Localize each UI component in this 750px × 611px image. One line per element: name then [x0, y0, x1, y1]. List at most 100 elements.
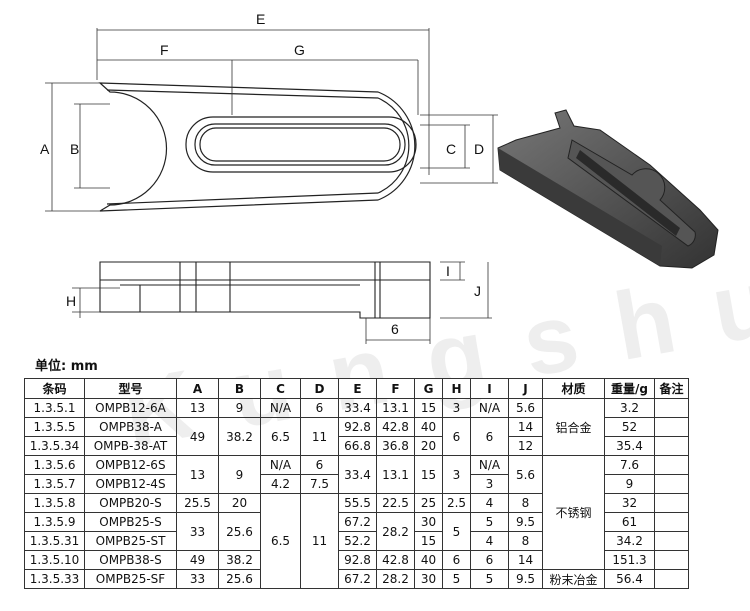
- cell-i: 6: [470, 550, 509, 570]
- header-b: B: [218, 378, 261, 399]
- cell-i: 6: [470, 417, 509, 456]
- header-a: A: [176, 378, 219, 399]
- header-remark: 备注: [654, 378, 689, 399]
- cell-h: 3: [442, 398, 471, 418]
- cell-e: 66.8: [338, 436, 377, 456]
- cell-model: OMPB20-S: [84, 493, 177, 513]
- cell-weight: 56.4: [604, 569, 655, 589]
- cell-a: 13: [176, 398, 219, 418]
- cell-material: 铝合金: [542, 398, 605, 456]
- cell-weight: 34.2: [604, 531, 655, 551]
- cell-barcode: 1.3.5.31: [24, 531, 85, 551]
- dim-label-g: G: [294, 42, 305, 58]
- cell-barcode: 1.3.5.10: [24, 550, 85, 570]
- cell-h: 6: [442, 550, 471, 570]
- dim-label-j: J: [474, 283, 481, 299]
- dim-label-b: B: [70, 141, 79, 157]
- header-e: E: [338, 378, 377, 399]
- cell-remark: [654, 455, 689, 475]
- cell-barcode: 1.3.5.7: [24, 474, 85, 494]
- cell-a: 49: [176, 417, 219, 456]
- dim-label-e: E: [256, 11, 265, 27]
- cell-f: 13.1: [376, 455, 415, 494]
- cell-j: 8: [508, 531, 543, 551]
- cell-b: 25.6: [218, 512, 261, 551]
- cell-e: 92.8: [338, 550, 377, 570]
- cell-e: 92.8: [338, 417, 377, 437]
- cell-c: 6.5: [260, 417, 301, 456]
- cell-remark: [654, 398, 689, 418]
- cell-g: 20: [414, 436, 443, 456]
- cell-remark: [654, 493, 689, 513]
- cell-weight: 32: [604, 493, 655, 513]
- cell-e: 55.5: [338, 493, 377, 513]
- cell-b: 20: [218, 493, 261, 513]
- cell-h: 5: [442, 512, 471, 551]
- cell-d: 11: [300, 493, 339, 589]
- cell-h: 6: [442, 417, 471, 456]
- header-f: F: [376, 378, 415, 399]
- cell-weight: 52: [604, 417, 655, 437]
- cell-g: 40: [414, 417, 443, 437]
- header-barcode: 条码: [24, 378, 85, 399]
- dim-label-c: C: [446, 141, 456, 157]
- cell-remark: [654, 512, 689, 532]
- cell-j: 9.5: [508, 569, 543, 589]
- cell-d: 7.5: [300, 474, 339, 494]
- cell-a: 13: [176, 455, 219, 494]
- cell-j: 5.6: [508, 455, 543, 494]
- top-view-outline: [98, 82, 417, 212]
- cell-barcode: 1.3.5.1: [24, 398, 85, 418]
- cell-model: OMPB38-S: [84, 550, 177, 570]
- cell-i: 5: [470, 512, 509, 532]
- cell-model: OMPB25-S: [84, 512, 177, 532]
- cell-barcode: 1.3.5.5: [24, 417, 85, 437]
- cell-a: 25.5: [176, 493, 219, 513]
- cell-e: 67.2: [338, 512, 377, 532]
- header-model: 型号: [84, 378, 177, 399]
- cell-i: 3: [470, 474, 509, 494]
- spec-table: 条码 型号 A B C D E F G H I J 材质 重量/g 备注 1.3…: [24, 378, 689, 589]
- cell-h: 3: [442, 455, 471, 494]
- cell-b: 38.2: [218, 550, 261, 570]
- header-i: I: [470, 378, 509, 399]
- cell-f: 42.8: [376, 550, 415, 570]
- dim-label-a: A: [40, 141, 50, 157]
- cell-j: 14: [508, 417, 543, 437]
- cell-c: N/A: [260, 455, 301, 475]
- header-g: G: [414, 378, 443, 399]
- cell-f: 36.8: [376, 436, 415, 456]
- dim-label-d: D: [474, 141, 484, 157]
- cell-h: 5: [442, 569, 471, 589]
- cell-e: 33.4: [338, 398, 377, 418]
- cell-weight: 3.2: [604, 398, 655, 418]
- cell-barcode: 1.3.5.8: [24, 493, 85, 513]
- cell-model: OMPB38-A: [84, 417, 177, 437]
- cell-model: OMPB12-6S: [84, 455, 177, 475]
- cell-model: OMPB-38-AT: [84, 436, 177, 456]
- cell-i: N/A: [470, 455, 509, 475]
- cell-weight: 35.4: [604, 436, 655, 456]
- header-d: D: [300, 378, 339, 399]
- cell-j: 12: [508, 436, 543, 456]
- cell-remark: [654, 436, 689, 456]
- cell-f: 28.2: [376, 569, 415, 589]
- header-material: 材质: [542, 378, 605, 399]
- cell-weight: 151.3: [604, 550, 655, 570]
- cell-j: 9.5: [508, 512, 543, 532]
- cell-e: 52.2: [338, 531, 377, 551]
- cell-weight: 9: [604, 474, 655, 494]
- technical-drawing: E F G A B C D H I J 6: [40, 11, 719, 344]
- cell-h: 2.5: [442, 493, 471, 513]
- cell-model: OMPB12-4S: [84, 474, 177, 494]
- cell-b: 9: [218, 398, 261, 418]
- cell-remark: [654, 474, 689, 494]
- cell-j: 5.6: [508, 398, 543, 418]
- cell-c: 6.5: [260, 493, 301, 589]
- cell-barcode: 1.3.5.34: [24, 436, 85, 456]
- cell-d: 11: [300, 417, 339, 456]
- cell-barcode: 1.3.5.6: [24, 455, 85, 475]
